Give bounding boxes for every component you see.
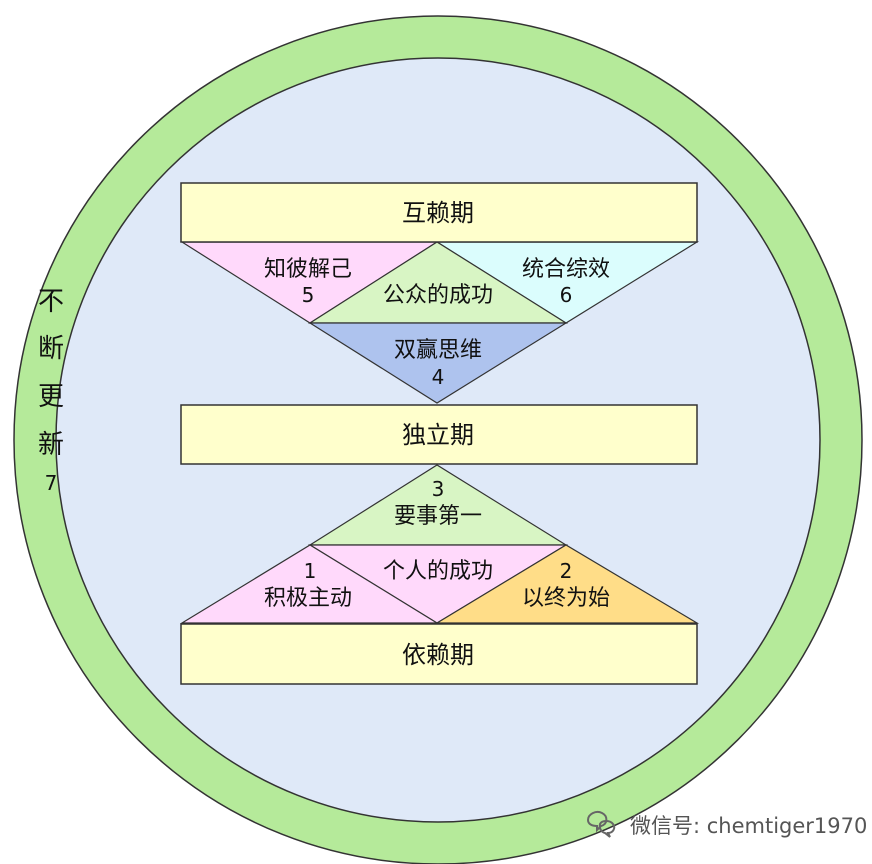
habit2-region <box>434 544 700 624</box>
habit1-region <box>179 544 440 624</box>
renewal-char-1: 不 <box>38 287 64 317</box>
public-victory-label: 公众的成功 <box>383 283 493 308</box>
renewal-char-4: 新 <box>38 430 64 460</box>
habit1-number: 1 <box>304 559 317 583</box>
habit4-number: 4 <box>432 365 445 389</box>
habit5-number: 5 <box>302 283 315 307</box>
interdependence-bar <box>180 182 698 243</box>
habit3-label: 要事第一 <box>394 504 482 529</box>
renewal-number: 7 <box>45 471 58 495</box>
interdependence-label: 互赖期 <box>402 199 474 227</box>
independence-label: 独立期 <box>402 421 474 449</box>
dependence-bar <box>180 623 698 685</box>
renewal-char-3: 更 <box>38 382 64 412</box>
habit5-label: 知彼解己 <box>264 257 352 282</box>
habit2-label: 以终为始 <box>522 586 610 611</box>
independence-bar <box>180 404 698 465</box>
wechat-icon <box>586 810 616 838</box>
watermark-text: 微信号: chemtiger1970 <box>630 814 867 838</box>
renewal-char-2: 断 <box>38 334 64 364</box>
habit4-label: 双赢思维 <box>394 338 482 363</box>
habit3-number: 3 <box>432 477 445 501</box>
habit2-number: 2 <box>560 559 573 583</box>
habit6-number: 6 <box>560 283 573 307</box>
habit1-label: 积极主动 <box>264 586 352 611</box>
private-victory-label: 个人的成功 <box>383 559 493 584</box>
habit4-region <box>307 322 569 404</box>
habit6-label: 统合综效 <box>522 257 610 282</box>
dependence-label: 依赖期 <box>402 641 474 669</box>
